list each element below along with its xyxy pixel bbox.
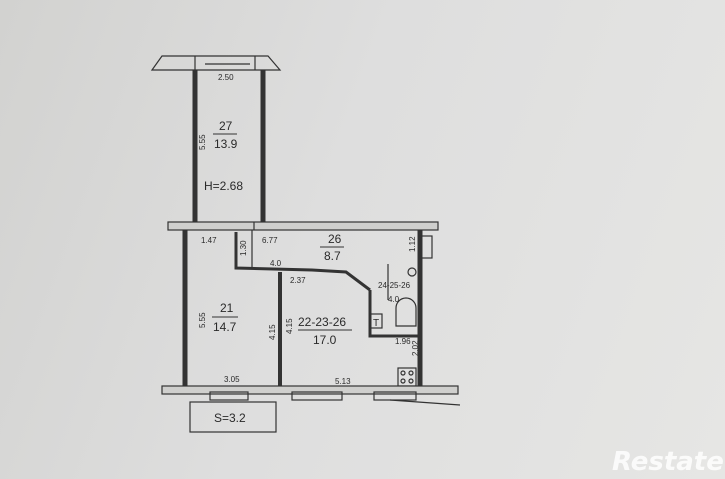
dim-hall-low: 4.0 <box>270 259 282 268</box>
balcony-area: S=3.2 <box>214 411 246 425</box>
room-21-area: 14.7 <box>213 320 237 334</box>
sink-fixture <box>407 267 417 277</box>
dim-bottom-right: 5.13 <box>335 377 351 386</box>
right-wall-window <box>419 235 433 259</box>
room-27-area: 13.9 <box>214 137 238 151</box>
dim-lower-left-height: 5.55 <box>198 312 207 328</box>
dim-wall-b: 4.15 <box>285 318 294 334</box>
dim-hall-width: 6.77 <box>262 236 278 245</box>
dim-diagonal: 2.37 <box>290 276 306 285</box>
dim-wall-a: 4.15 <box>268 324 277 340</box>
balcony <box>189 401 277 433</box>
stove-fixture <box>397 367 417 387</box>
ceiling-height: H=2.68 <box>204 179 243 193</box>
room-24-25-26-number: 24-25-26 <box>378 281 411 290</box>
room-26-number: 26 <box>328 232 342 246</box>
bottom-wall <box>161 385 459 395</box>
watermark-text: Restate <box>612 447 724 477</box>
toilet-mark: T <box>373 318 379 329</box>
top-window-ledge <box>150 55 282 71</box>
room-27-number: 27 <box>219 119 233 133</box>
bottom-window-1 <box>209 391 249 401</box>
dim-top-width: 2.50 <box>218 73 234 82</box>
room-21-number: 21 <box>220 301 234 315</box>
main-horizontal-wall <box>167 221 439 231</box>
dim-left-stub: 1.47 <box>201 236 217 245</box>
bathtub-fixture <box>395 297 417 327</box>
room-22-23-26-area: 17.0 <box>313 333 337 347</box>
toilet-fixture <box>369 313 383 329</box>
dim-bath-width: 4.0 <box>388 295 400 304</box>
bath-partition <box>368 290 420 338</box>
room-22-23-26-number: 22-23-26 <box>298 315 346 329</box>
bottom-window-2 <box>291 391 343 401</box>
dim-bottom-left: 3.05 <box>224 375 240 384</box>
restate-logo: Restate <box>612 447 724 477</box>
dim-bath-height: 2.02 <box>411 340 420 356</box>
dim-step: 1.30 <box>239 240 248 256</box>
hall-lower-wall <box>234 232 371 292</box>
dim-right-stub: 1.12 <box>408 236 417 252</box>
dim-upper-height: 5.55 <box>198 134 207 150</box>
room-26-area: 8.7 <box>324 249 341 263</box>
dim-bath-right: 1.96 <box>395 337 411 346</box>
